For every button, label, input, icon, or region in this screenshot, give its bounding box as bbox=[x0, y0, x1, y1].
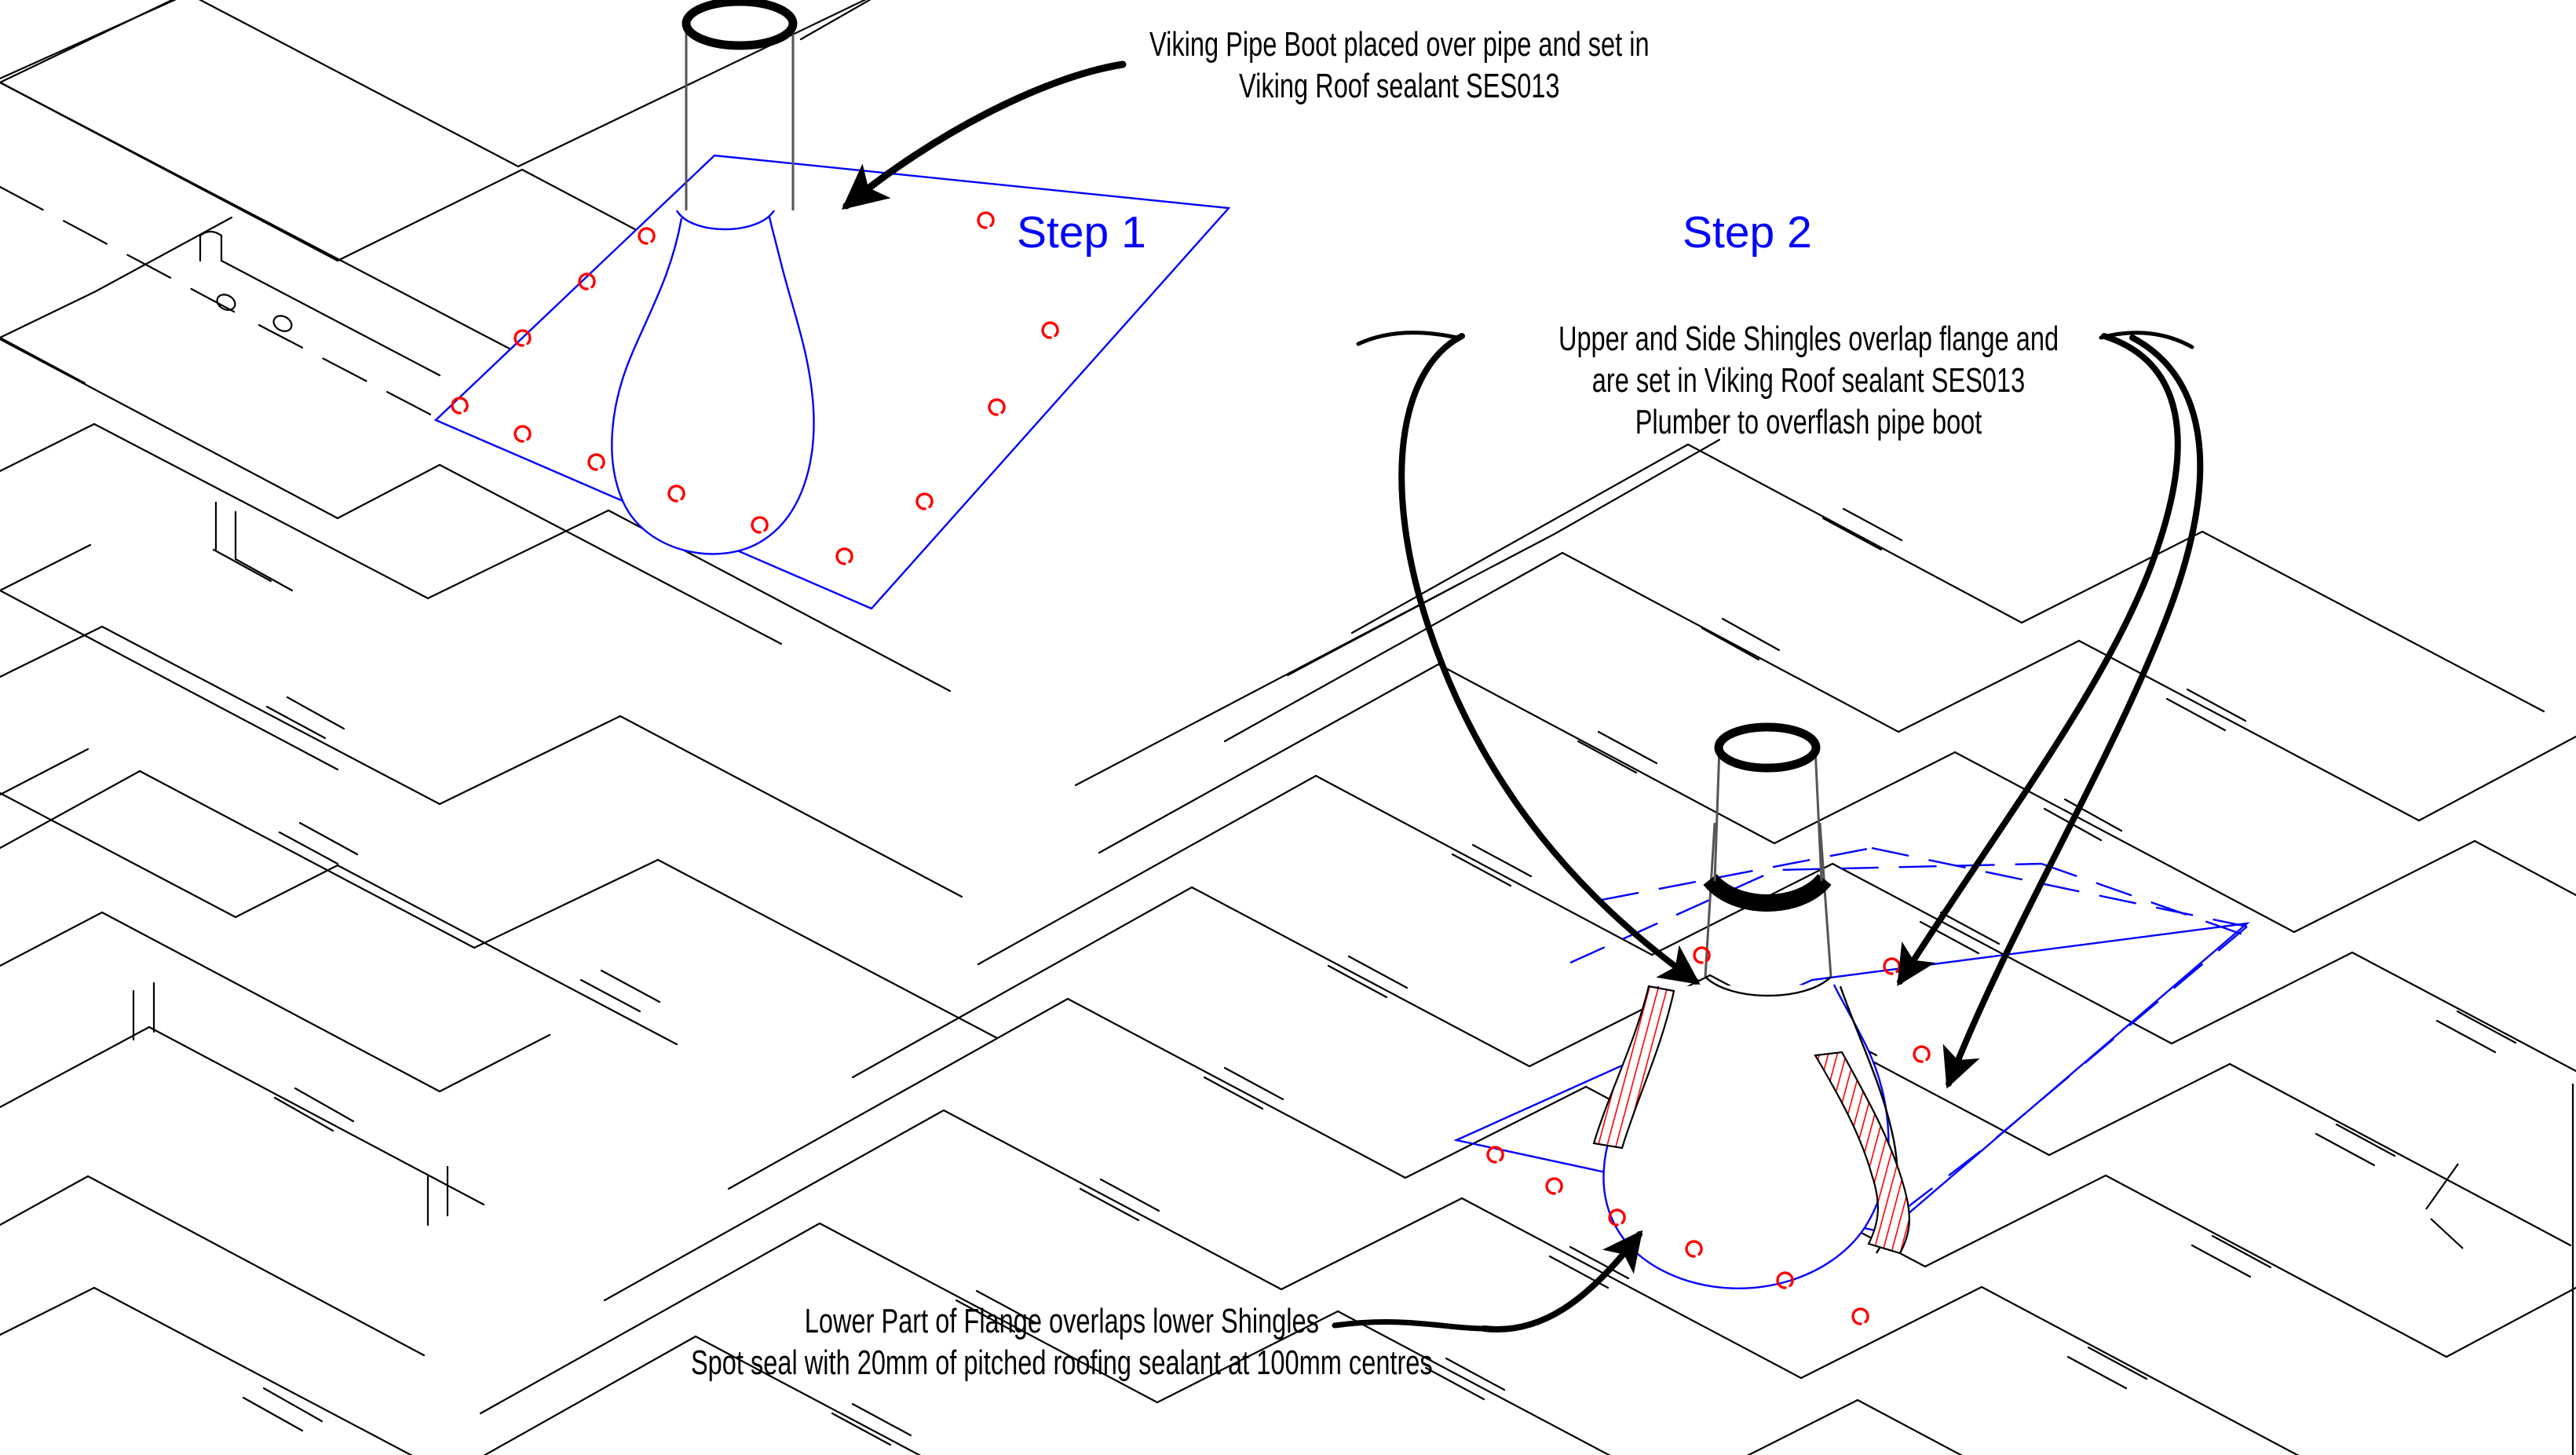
step2-pipe-rim bbox=[1714, 722, 1821, 773]
step1-pipe-rim bbox=[681, 0, 798, 50]
step2-sealant-band-right bbox=[1814, 1051, 1910, 1255]
step2-pipe-lower-right-edge bbox=[1818, 822, 1832, 978]
step2-pipe-base-ellipse bbox=[1705, 976, 1832, 997]
leader-lower-flange bbox=[1481, 1230, 1643, 1333]
step2-clamp-band bbox=[1703, 873, 1832, 912]
callout-step2-text: Upper and Side Shingles overlap flange a… bbox=[1558, 318, 2059, 443]
leader-step2-left-tail bbox=[1356, 331, 1460, 346]
leader-step1 bbox=[841, 60, 1127, 210]
step-label-1: Step 1 bbox=[1017, 207, 1146, 258]
step1-boot-body bbox=[611, 216, 815, 555]
shingle-field-upper-left bbox=[0, 0, 1046, 1455]
step2-assembly bbox=[1453, 722, 2250, 1325]
right-edge-border bbox=[2425, 1084, 2574, 1455]
nail-marker bbox=[216, 294, 236, 311]
step1-boot-collar bbox=[675, 210, 776, 231]
callout-step1-line-2: Viking Roof sealant SES013 bbox=[1239, 67, 1560, 105]
step2-bolt-holes bbox=[1486, 946, 1931, 1325]
leader-step2-left bbox=[1398, 333, 1701, 985]
note-lower-flange-text: Lower Part of Flange overlaps lower Shin… bbox=[691, 1300, 1433, 1384]
leader-step2-right-a bbox=[1897, 333, 2181, 986]
callout-step1-text: Viking Pipe Boot placed over pipe and se… bbox=[1149, 24, 1650, 107]
step-label-2: Step 2 bbox=[1683, 207, 1812, 258]
callout-step1-line-1: Viking Pipe Boot placed over pipe and se… bbox=[1149, 25, 1650, 64]
leader-step2-right-tail bbox=[2099, 331, 2194, 349]
callout-leaders bbox=[841, 60, 2204, 1333]
leader-step2-right-b bbox=[1942, 335, 2204, 1089]
callout-step2-line-1: Upper and Side Shingles overlap flange a… bbox=[1558, 320, 2059, 358]
step1-assembly bbox=[433, 0, 1231, 610]
step2-sealant-band-left bbox=[1592, 985, 1675, 1150]
step2-pipe-upper-right-edge bbox=[1814, 747, 1823, 882]
callout-step2-line-2: are set in Viking Roof sealant SES013 bbox=[1591, 361, 2026, 400]
shingle-field-step2 bbox=[479, 438, 2576, 1455]
nail-marker bbox=[272, 315, 293, 332]
note-lower-flange-line-1: Lower Part of Flange overlaps lower Shin… bbox=[804, 1302, 1319, 1340]
step2-pipe-upper-left-edge bbox=[1713, 747, 1721, 882]
note-lower-flange-line-2: Spot seal with 20mm of pitched roofing s… bbox=[690, 1343, 1433, 1382]
step1-bolt-holes bbox=[451, 211, 1059, 565]
callout-step2-line-3: Plumber to overflash pipe boot bbox=[1635, 403, 1982, 441]
leader-lower-flange-tail bbox=[1332, 1319, 1487, 1332]
